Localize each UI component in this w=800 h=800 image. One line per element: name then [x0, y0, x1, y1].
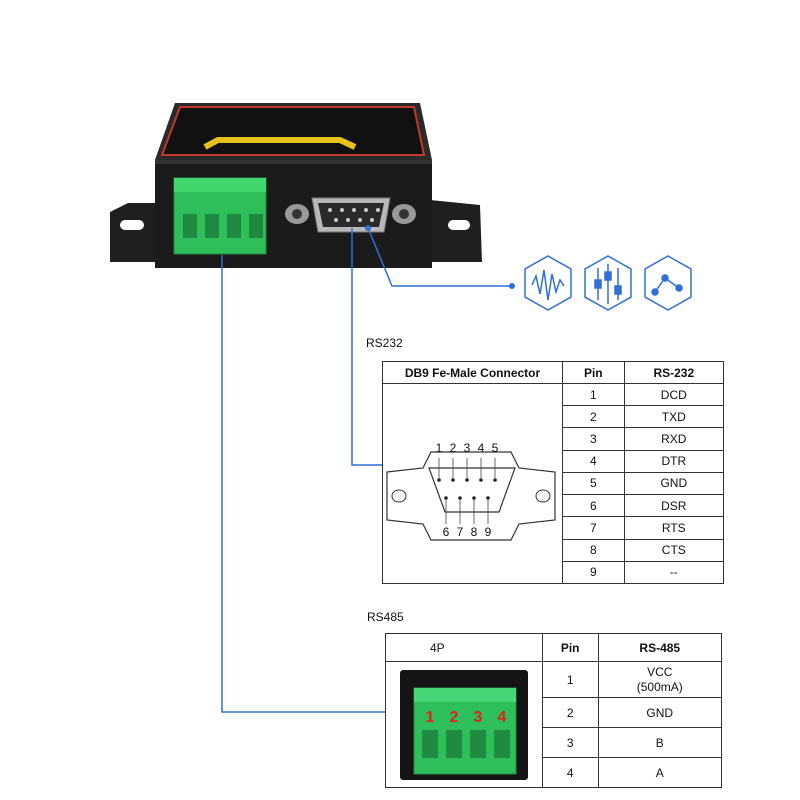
- db9-pin-number: 8: [471, 525, 478, 539]
- rs485-pin-cell: 1: [541, 661, 599, 698]
- right-mounting-flange: [430, 200, 482, 262]
- rs485-signal-cell: A: [597, 757, 723, 788]
- rs485-signal-cell: B: [597, 727, 723, 758]
- rs232-pin-cell: 1: [561, 382, 625, 407]
- terminal-photo-cell: 1 2 3 4: [385, 661, 543, 788]
- terminal-block-graphic: 1 2 3 4: [413, 687, 517, 774]
- db9-pin-number: 9: [485, 525, 492, 539]
- db9-pin-number: 1: [436, 441, 443, 455]
- rs232-signal-cell: RXD: [623, 427, 725, 451]
- rs485-header-connector: 4P: [385, 633, 543, 662]
- rs232-pin-cell: 2: [561, 405, 625, 429]
- rs232-signal-cell: DCD: [623, 382, 725, 407]
- rs232-signal-cell: RTS: [623, 516, 725, 540]
- db9-pin-number: 3: [464, 441, 471, 455]
- network-node-icon: [644, 255, 692, 311]
- rs232-pin-cell: 6: [561, 494, 625, 518]
- rs485-pin-cell: 2: [541, 697, 599, 728]
- rs232-signal-cell: GND: [623, 471, 725, 496]
- db9-connector-diagram: 1 2 3 4 5 6 7 8 9: [386, 441, 557, 541]
- db9-pin-number: 7: [457, 525, 464, 539]
- rs485-signal-cell: VCC (500mA): [597, 661, 723, 698]
- rs232-signal-cell: TXD: [623, 405, 725, 429]
- rs232-pin-cell: 3: [561, 427, 625, 451]
- serial-server-device: [110, 103, 692, 320]
- device-wiring-lines: [221, 227, 512, 320]
- db9-pin-number: 6: [443, 525, 450, 539]
- rs232-signal-cell: DSR: [623, 494, 725, 518]
- filter-icon: [584, 255, 632, 311]
- terminal-number: 1: [425, 709, 434, 726]
- rs232-signal-cell: CTS: [623, 538, 725, 562]
- waveform-icon: [524, 255, 572, 311]
- wiring-lines-lower: [221, 320, 385, 713]
- rs485-pinout-table: 4P Pin RS-485 1 2 3 4: [385, 633, 723, 788]
- db9-pin-number: 2: [450, 441, 457, 455]
- rs232-signal-cell: DTR: [623, 449, 725, 473]
- device-terminal-block: [173, 177, 267, 255]
- rs232-pinout-table: DB9 Fe-Male Connector Pin RS-232: [382, 361, 725, 585]
- rs485-signal-name: VCC: [647, 664, 673, 679]
- terminal-number: 4: [497, 709, 506, 726]
- rs232-header-pin: Pin: [561, 361, 625, 384]
- rs232-pin-cell: 8: [561, 538, 625, 562]
- terminal-number: 3: [473, 709, 482, 726]
- rs232-signal-cell: --: [623, 560, 725, 585]
- rs232-header-connector: DB9 Fe-Male Connector: [382, 361, 563, 384]
- rs232-header-signal: RS-232: [623, 361, 725, 384]
- db9-pin-number: 5: [492, 441, 499, 455]
- terminal-number: 2: [449, 709, 458, 726]
- rs485-section-label: RS485: [367, 610, 404, 624]
- terminal-block-photo: 1 2 3 4: [399, 669, 528, 780]
- rs232-pin-cell: 7: [561, 516, 625, 540]
- rs485-pin-cell: 3: [541, 727, 599, 758]
- rs232-section-label: RS232: [366, 336, 403, 350]
- rs485-pin-cell: 4: [541, 757, 599, 788]
- rs232-pin-cell: 9: [561, 560, 625, 585]
- rs232-pin-cell: 4: [561, 449, 625, 473]
- db9-connector-diagram-cell: 1 2 3 4 5 6 7 8 9: [382, 383, 563, 584]
- rs485-header-pin: Pin: [541, 633, 599, 662]
- rs232-pin-cell: 5: [561, 471, 625, 496]
- left-mounting-flange: [110, 203, 160, 262]
- rs485-header-signal: RS-485: [597, 633, 723, 662]
- db9-pin-number: 4: [478, 441, 485, 455]
- rs485-signal-note: (500mA): [636, 679, 683, 694]
- rs485-signal-cell: GND: [597, 697, 723, 728]
- device-db9-port: [285, 197, 416, 233]
